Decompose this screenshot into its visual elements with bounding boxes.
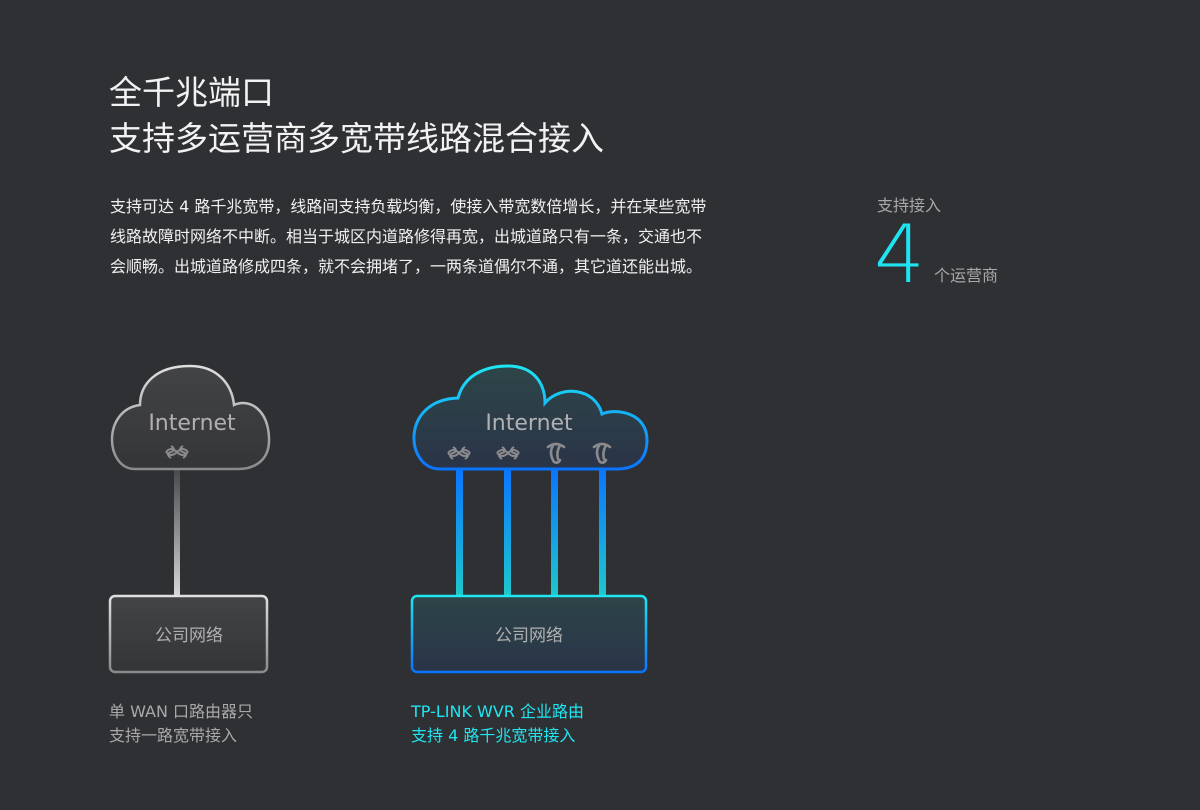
- caption-right-line-1: TP-LINK WVR 企业路由: [411, 702, 584, 721]
- cloud-left-label: Internet: [148, 411, 236, 436]
- caption-left-line-1: 单 WAN 口路由器只: [109, 702, 254, 721]
- title-line-2: 支持多运营商多宽带线路混合接入: [109, 119, 604, 158]
- wan-line: [599, 468, 606, 596]
- stat-unit: 个运营商: [934, 266, 999, 285]
- wan-line: [456, 468, 463, 596]
- single-wan-line: [174, 470, 180, 596]
- page-title: 全千兆端口 支持多运营商多宽带线路混合接入: [109, 70, 604, 162]
- wan-line: [504, 468, 511, 596]
- box-right-label: 公司网络: [495, 626, 563, 646]
- caption-left-line-2: 支持一路宽带接入: [109, 726, 238, 745]
- company-network-box-right: [410, 594, 648, 674]
- caption-right-line-2: 支持 4 路千兆宽带接入: [411, 726, 576, 745]
- title-line-1: 全千兆端口: [109, 73, 274, 112]
- cloud-left: [110, 364, 271, 471]
- company-network-box-left: [108, 594, 269, 674]
- cloud-right: [412, 364, 649, 471]
- box-left-label: 公司网络: [155, 626, 223, 646]
- caption-right: TP-LINK WVR 企业路由 支持 4 路千兆宽带接入: [411, 700, 584, 748]
- stat-value: 4: [874, 208, 925, 301]
- cloud-right-label: Internet: [485, 411, 573, 436]
- wan-line: [551, 468, 558, 596]
- stat-label: 支持接入: [877, 196, 942, 215]
- wan-lines: [456, 468, 606, 596]
- description: 支持可达 4 路千兆宽带，线路间支持负载均衡，使接入带宽数倍增长，并在某些宽带线…: [110, 197, 707, 276]
- caption-left: 单 WAN 口路由器只 支持一路宽带接入: [109, 700, 253, 748]
